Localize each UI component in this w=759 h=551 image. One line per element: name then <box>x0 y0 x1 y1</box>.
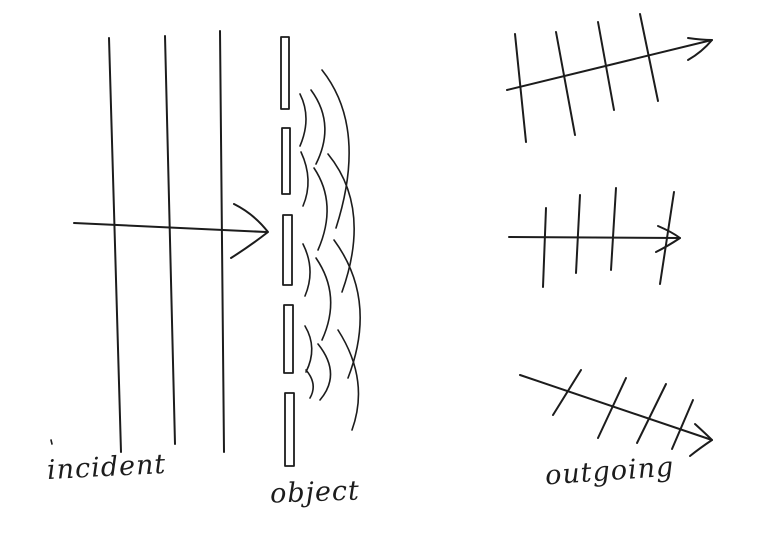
wavelet <box>317 343 332 401</box>
wavelet <box>333 239 361 379</box>
wavelet <box>304 325 313 373</box>
outgoing-middle-wavefront <box>542 207 547 288</box>
outgoing-middle-arrow-shaft <box>508 236 681 239</box>
wavelet <box>321 69 350 229</box>
wavelet <box>300 151 309 207</box>
wavelet <box>313 167 328 251</box>
slit-2 <box>281 127 291 195</box>
outgoing-middle-wavefront <box>610 187 617 271</box>
incident-arrow <box>73 203 269 259</box>
outgoing-wave-middle <box>508 187 681 288</box>
incident-wavefront-2 <box>164 35 176 445</box>
wavelet <box>305 369 314 399</box>
pen-mark <box>50 439 53 445</box>
wavelet <box>315 257 332 341</box>
outgoing-lower-arrow-head <box>689 423 713 457</box>
slit-4 <box>283 304 294 374</box>
outgoing-upper-arrow-shaft <box>506 39 713 91</box>
incident-arrow-head <box>230 203 269 259</box>
slit-1 <box>280 36 290 110</box>
incident-wavefronts <box>108 30 225 453</box>
diffracted-wavelets <box>299 69 361 431</box>
object-label: object <box>269 475 361 510</box>
outgoing-wave-lower <box>519 369 713 457</box>
outgoing-middle-arrow-head <box>655 225 681 253</box>
outgoing-upper-wavefront <box>514 33 527 143</box>
object-slits <box>280 36 295 467</box>
wavelet <box>327 153 355 293</box>
slit-5 <box>284 392 295 467</box>
outgoing-upper-wavefront <box>555 31 576 136</box>
outgoing-lower-wavefront <box>636 383 667 444</box>
slit-3 <box>282 214 293 286</box>
incident-label: incident <box>46 448 168 487</box>
outgoing-lower-wavefront <box>597 377 627 439</box>
outgoing-lower-arrow-shaft <box>519 374 713 441</box>
outgoing-lower-wavefront <box>552 369 582 416</box>
wavelet <box>337 329 360 431</box>
outgoing-upper-wavefront <box>639 13 659 102</box>
outgoing-lower-wavefront <box>671 399 694 450</box>
wavelet <box>310 89 326 165</box>
incident-wavefront-3 <box>219 30 225 453</box>
wavelet <box>299 93 307 147</box>
incident-arrow-shaft <box>73 222 267 233</box>
outgoing-wave-upper <box>506 13 713 143</box>
incident-wavefront-1 <box>108 37 122 453</box>
wavelet <box>302 243 311 297</box>
outgoing-middle-wavefront <box>575 194 581 274</box>
outgoing-upper-arrow-head <box>687 37 713 61</box>
